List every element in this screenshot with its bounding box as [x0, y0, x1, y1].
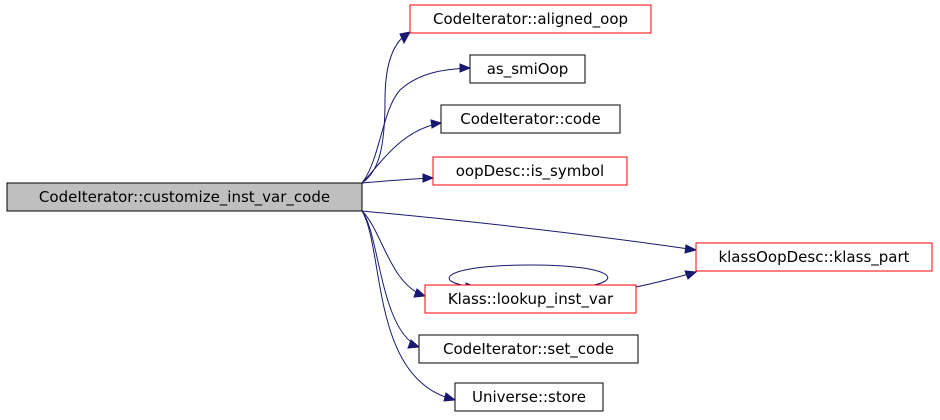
- node-klass-part-label: klassOopDesc::klass_part: [718, 248, 909, 267]
- node-lookup-inst-var[interactable]: Klass::lookup_inst_var: [424, 284, 637, 314]
- edge-root-to-is-symbol: [361, 177, 434, 184]
- edge-arrowhead: [422, 173, 435, 183]
- edge-root-to-aligned-oop: [361, 31, 411, 184]
- node-as-smioop-box: [469, 54, 586, 84]
- edge-arrowhead: [459, 63, 472, 73]
- call-nodes: CodeIterator::customize_inst_var_code Co…: [6, 4, 933, 412]
- node-lookup-inst-var-box: [424, 284, 637, 314]
- node-set-code-box: [418, 334, 639, 364]
- root-node-label: CodeIterator::customize_inst_var_code: [39, 188, 330, 207]
- edge-arrowhead: [407, 339, 421, 349]
- node-lookup-inst-var-label: Klass::lookup_inst_var: [448, 290, 614, 309]
- node-klass-part[interactable]: klassOopDesc::klass_part: [695, 242, 933, 272]
- node-as-smioop[interactable]: as_smiOop: [469, 54, 586, 84]
- root-node-box: [6, 182, 363, 212]
- node-aligned-oop[interactable]: CodeIterator::aligned_oop: [409, 4, 652, 34]
- node-set-code-label: CodeIterator::set_code: [443, 340, 614, 359]
- edge-lookup-inst-var-self-loop: [448, 264, 609, 288]
- edge-arrowhead: [399, 31, 411, 45]
- edge-root-to-as-smioop: [361, 67, 471, 184]
- edge-root-to-set-code: [361, 210, 420, 348]
- root-node[interactable]: CodeIterator::customize_inst_var_code: [6, 182, 363, 212]
- node-code-label: CodeIterator::code: [460, 110, 601, 128]
- node-store-box: [454, 382, 604, 412]
- edge-root-to-lookup-inst-var: [361, 210, 426, 297]
- edge-arrowhead: [430, 119, 443, 129]
- node-is-symbol-label: oopDesc::is_symbol: [456, 162, 604, 181]
- node-set-code[interactable]: CodeIterator::set_code: [418, 334, 639, 364]
- node-is-symbol-box: [432, 156, 628, 186]
- edge-root-to-store: [361, 210, 456, 401]
- edge-arrowhead: [684, 244, 698, 254]
- node-code[interactable]: CodeIterator::code: [440, 104, 621, 134]
- edge-arrowhead: [413, 288, 427, 298]
- node-is-symbol[interactable]: oopDesc::is_symbol: [432, 156, 628, 186]
- node-aligned-oop-label: CodeIterator::aligned_oop: [433, 10, 628, 29]
- node-store[interactable]: Universe::store: [454, 382, 604, 412]
- node-store-label: Universe::store: [472, 388, 586, 406]
- node-code-box: [440, 104, 621, 134]
- edge-root-to-klass-part: [361, 210, 697, 251]
- node-aligned-oop-box: [409, 4, 652, 34]
- call-edges: [361, 31, 698, 402]
- node-as-smioop-label: as_smiOop: [487, 60, 569, 79]
- edge-arrowhead: [443, 392, 457, 402]
- edge-root-to-code: [361, 122, 442, 184]
- node-klass-part-box: [695, 242, 933, 272]
- edge-arrowhead: [684, 270, 698, 280]
